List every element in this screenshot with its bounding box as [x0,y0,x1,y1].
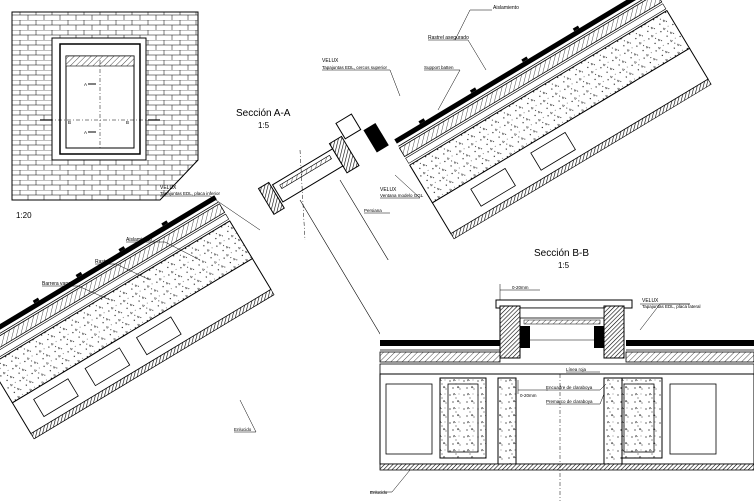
label-bb-dim-top: 0-20mm [512,285,529,290]
label-bb-enlucido: Enlucido [370,490,388,495]
section-bb-scale: 1:5 [558,261,570,270]
label-rastrel-asegurado: Rastrel asegurado [428,35,469,41]
label-velux-left: VELUX [160,185,177,191]
label-bb-velux-sub: Tapajuntas EDL, placa lateral [642,304,701,309]
section-bb: Sección B-B 1:5 [370,248,754,501]
plan-marker-a-bottom: A [84,130,87,135]
plan-marker-a-top: A [84,82,87,87]
window-assembly-bb [495,299,633,359]
label-velux-mid: VELUX [380,187,397,193]
plan-marker-b-right: B [126,120,129,125]
section-aa: Sección A-A 1:5 [0,0,712,440]
label-bb-encuadre: Encuadre de claraboya [546,385,593,390]
label-enlucido-aa: Enlucido [234,427,252,432]
insulation-band-upper [398,0,663,158]
window-assembly-aa [257,113,389,216]
label-bb-linea-roja: Línea roja [566,367,587,372]
bb-dimension-lines [499,284,561,501]
label-rastrel: Rastrel [95,259,111,265]
label-velux-top-sub: Tapajuntas EDL, cercos superior [322,65,388,70]
label-aislamiento-top: Aislamiento [493,5,519,11]
label-support-batten: Support batten [424,65,454,70]
bb-slab [379,373,754,471]
label-velux-mid-sub: Ventana modelo GGL [380,193,424,198]
label-bb-velux: VELUX [642,298,659,304]
label-velux-left-sub: Tapajuntas EDL, placa inferior [160,191,221,196]
label-persiana: Persiana [364,208,382,213]
label-bb-premarco: Premarco de claraboya [546,399,593,404]
plan-scale: 1:20 [16,211,32,220]
roof-tiles-upper [394,0,655,144]
plan-marker-b-left: B [68,120,71,125]
section-aa-scale: 1:5 [258,121,270,130]
plan-view: A A B B 1:20 [11,11,199,220]
label-velux-top: VELUX [322,58,339,64]
roof-tiles-lower [0,195,219,347]
section-aa-title: Sección A-A [236,108,291,119]
label-barrera-vapor: Barrera vapor [42,281,73,287]
section-bb-title: Sección B-B [534,248,589,259]
label-aislamiento-mid: Aislamiento [126,237,152,243]
label-bb-dim-mid: 0-20mm [520,393,537,398]
